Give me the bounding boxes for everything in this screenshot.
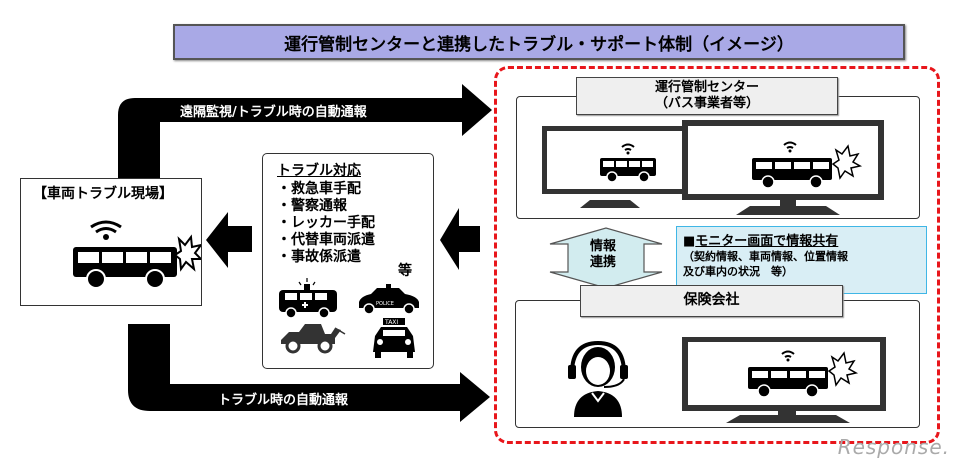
vehicle-icons: POLICE TAXI (279, 278, 419, 358)
response-etc: 等 (398, 263, 412, 279)
response-item: ・代替車両派遣 (277, 232, 375, 248)
response-item: ・警察通報 (277, 198, 347, 214)
bus-icon (600, 158, 656, 183)
top-flow-arrow (118, 84, 492, 179)
response-item: ・レッカー手配 (277, 215, 375, 231)
scene-box: 【車両トラブル現場】 (20, 178, 202, 306)
operator-headset-icon (568, 340, 628, 417)
bus-icon (748, 367, 828, 398)
bottom-arrow-label: トラブル時の自動通報 (218, 393, 349, 408)
info-share-body-line1: （契約情報、車両情報、位置情報 (683, 250, 848, 263)
crash-burst-icon (827, 351, 859, 387)
svg-text:TAXI: TAXI (384, 319, 398, 326)
insurance-label: 保険会社 (580, 285, 843, 317)
insurance-illustration (568, 337, 886, 423)
info-link-line2: 連携 (590, 255, 617, 270)
left-arrow-to-response (440, 208, 480, 270)
monitor (682, 337, 886, 423)
response-item: ・救急車手配 (277, 181, 361, 197)
monitor-left (542, 126, 692, 208)
info-share-body-line2: 及び車内の状況 等） (683, 265, 793, 278)
info-link-line1: 情報 (590, 239, 617, 254)
tow-truck-icon (281, 324, 346, 354)
crash-burst-icon (831, 144, 863, 180)
bottom-flow-arrow (128, 324, 490, 422)
scene-illustration (73, 220, 201, 287)
info-share-heading-text: モニター画面で情報共有 (695, 234, 839, 249)
wifi-icon (621, 143, 635, 155)
police-car-icon: POLICE (359, 284, 419, 315)
cooperation-frame (494, 66, 940, 444)
watermark-logo: Response. (837, 435, 950, 459)
control-center-label-line1: 運行管制センター (654, 80, 759, 95)
response-item: ・事故係派遣 (277, 249, 361, 265)
monitor-right (682, 120, 884, 215)
wifi-icon (781, 350, 795, 362)
taxi-icon: TAXI (373, 318, 415, 358)
crash-burst-icon (173, 234, 201, 272)
trouble-response-title: トラブル対応 (277, 163, 361, 179)
bus-icon (752, 158, 832, 189)
diagram-title: 運行管制センターと連携したトラブル・サポート体制（イメージ） (173, 24, 905, 60)
top-arrow-label: 遠隔監視/トラブル時の自動通報 (180, 105, 367, 120)
info-share-body: （契約情報、車両情報、位置情報 及び車内の状況 等） (683, 249, 848, 279)
svg-text:POLICE: POLICE (376, 301, 394, 307)
ambulance-icon (279, 278, 337, 319)
bullet: ■ (683, 234, 696, 249)
scene-title: 【車両トラブル現場】 (33, 186, 173, 202)
trouble-response-box: トラブル対応 ・救急車手配 ・警察通報 ・レッカー手配 ・代替車両派遣 ・事故係… (262, 153, 434, 369)
info-link-label: 情報 連携 (590, 239, 616, 271)
info-link-arrow (549, 227, 663, 289)
info-share-box: ■モニター画面で情報共有 （契約情報、車両情報、位置情報 及び車内の状況 等） (676, 226, 927, 294)
left-arrow-to-scene (206, 212, 252, 268)
control-center-monitors (542, 120, 884, 215)
control-center-label: 運行管制センター （バス事業者等） (576, 77, 838, 115)
bus-icon (73, 247, 177, 287)
wifi-icon (783, 141, 797, 153)
info-share-heading: ■モニター画面で情報共有 (683, 230, 838, 249)
control-center-label-line2: （バス事業者等） (654, 96, 759, 111)
wifi-icon (90, 220, 122, 240)
